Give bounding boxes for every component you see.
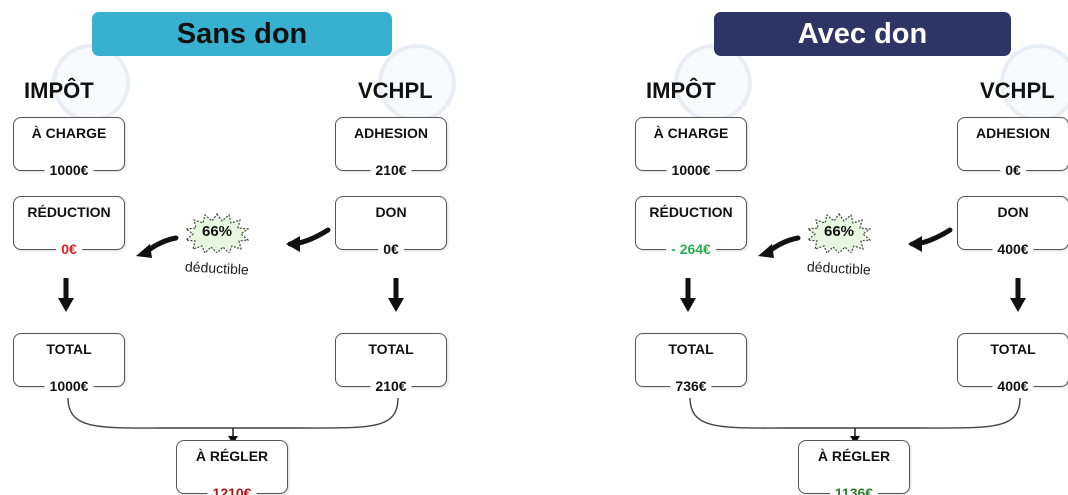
- percent-burst: 66%: [807, 213, 871, 253]
- impot-heading: IMPÔT: [24, 78, 94, 103]
- box-label: TOTAL: [368, 341, 414, 357]
- panel-sans-don-inner: Sans don IMPÔT VCHPL: [13, 12, 456, 495]
- header-sans-don: Sans don: [92, 12, 392, 56]
- logo-watermark: [1000, 44, 1068, 122]
- arrow-head: [388, 298, 404, 312]
- box-label: RÉDUCTION: [27, 204, 111, 220]
- box-label: À CHARGE: [653, 125, 729, 141]
- logo-watermark: [52, 44, 130, 122]
- arrow-head: [908, 236, 922, 252]
- arrow-head: [680, 298, 696, 312]
- box-reduction: RÉDUCTION 0€: [13, 196, 125, 257]
- box-value: 1000€: [666, 162, 716, 178]
- sum-brace: [689, 397, 1021, 429]
- arrow-head: [136, 244, 152, 258]
- box-total-impot: TOTAL 1000€: [13, 333, 125, 394]
- burst-shape: [185, 213, 249, 253]
- box-don: DON 400€: [957, 196, 1068, 257]
- box-label: À CHARGE: [31, 125, 107, 141]
- flow-arrows: [58, 227, 404, 444]
- burst-shape: [807, 213, 871, 253]
- box-adhesion: ADHESION 0€: [957, 117, 1068, 178]
- box-value: 210€: [370, 162, 412, 178]
- arrow-head: [1010, 298, 1026, 312]
- box-total-vchpl: TOTAL 210€: [335, 333, 447, 394]
- box-a-charge: À CHARGE 1000€: [13, 117, 125, 178]
- percent-text: 66%: [201, 223, 233, 240]
- sum-brace: [67, 397, 399, 429]
- panel-avec-don: Avec don IMPÔT VCHPL À CHARGE 1000€ RÉDU…: [534, 0, 1068, 495]
- box-value: 400€: [992, 378, 1034, 394]
- arrow-head: [58, 298, 74, 312]
- box-value: 0€: [56, 241, 82, 257]
- flow-arrows: [680, 227, 1026, 444]
- percent-text: 66%: [823, 223, 855, 240]
- box-value: 400€: [992, 241, 1034, 257]
- box-don: DON 0€: [335, 196, 447, 257]
- box-value: 0€: [378, 241, 404, 257]
- box-value: - 264€: [666, 241, 716, 257]
- box-label: ADHESION: [976, 125, 1050, 141]
- deductible-text: déductible: [806, 258, 872, 278]
- panel-sans-don: Sans don IMPÔT VCHPL: [13, 12, 456, 495]
- box-label: TOTAL: [46, 341, 92, 357]
- header-avec-don: Avec don: [714, 12, 1011, 56]
- box-value: 1000€: [44, 378, 94, 394]
- box-value: 1000€: [44, 162, 94, 178]
- box-total-vchpl: TOTAL 400€: [957, 333, 1068, 394]
- box-value: 1210€: [207, 485, 257, 495]
- box-label: TOTAL: [668, 341, 714, 357]
- box-label: ADHESION: [354, 125, 428, 141]
- box-label: TOTAL: [990, 341, 1036, 357]
- box-label: RÉDUCTION: [649, 204, 733, 220]
- vchpl-heading: VCHPL: [980, 78, 1055, 103]
- box-adhesion: ADHESION 210€: [335, 117, 447, 178]
- deductible-text: déductible: [184, 258, 250, 278]
- logo-watermark: [378, 44, 456, 122]
- box-value: 1136€: [829, 485, 879, 495]
- impot-heading: IMPÔT: [646, 78, 716, 103]
- box-label: DON: [375, 204, 407, 220]
- box-label: À RÉGLER: [817, 448, 891, 464]
- box-value: 210€: [370, 378, 412, 394]
- arrow-head: [286, 236, 300, 252]
- box-value: 0€: [1000, 162, 1026, 178]
- box-a-charge: À CHARGE 1000€: [635, 117, 747, 178]
- box-value: 736€: [670, 378, 712, 394]
- box-label: DON: [997, 204, 1029, 220]
- panel-avec-don-inner: Avec don IMPÔT VCHPL À CHARGE 1000€ RÉDU…: [622, 0, 1068, 495]
- box-label: À RÉGLER: [195, 448, 269, 464]
- percent-burst: 66%: [185, 213, 249, 253]
- box-reduction: RÉDUCTION - 264€: [635, 196, 747, 257]
- arrow-head: [758, 244, 774, 258]
- vchpl-heading: VCHPL: [358, 78, 433, 103]
- box-a-regler: À RÉGLER 1136€: [798, 440, 910, 495]
- box-total-impot: TOTAL 736€: [635, 333, 747, 394]
- box-a-regler: À RÉGLER 1210€: [176, 440, 288, 495]
